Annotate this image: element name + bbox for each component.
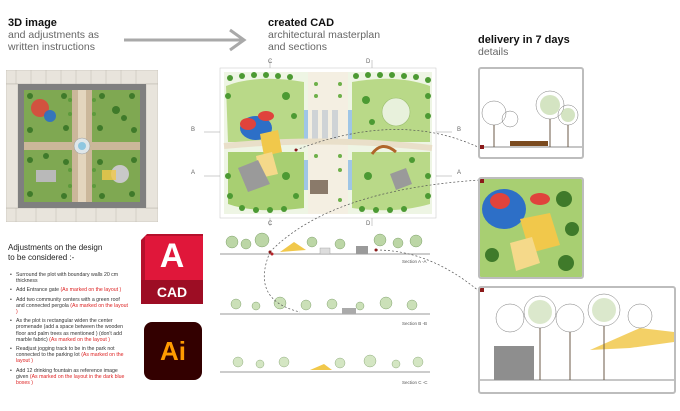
autocad-letter: A: [159, 237, 185, 275]
right-header: delivery in 7 days details: [478, 34, 628, 58]
section-c-label: Section C -C: [402, 380, 428, 385]
center-header: created CAD architectural masterplan and…: [268, 17, 418, 53]
marker-top-c: C: [268, 59, 273, 65]
left-header: 3D image and adjustments as written inst…: [8, 17, 128, 53]
adjustment-item: As the plot is rectangular widen the cen…: [10, 318, 128, 343]
adjustment-item: Add Entrance gate (As marked on the layo…: [10, 287, 128, 293]
section-b-label: Section B -B: [402, 321, 428, 326]
right-header-subtitle: details: [478, 46, 509, 58]
illustrator-logo: Ai: [144, 322, 202, 380]
marker-right-b: B: [457, 127, 462, 133]
marker-left-a: A: [191, 170, 196, 176]
center-header-subtitle-1: architectural masterplan: [268, 29, 381, 41]
adjustment-item: Surround the plot with boundary walls 20…: [10, 272, 128, 284]
park-3d-render: [6, 70, 158, 222]
detail-frame-2: [478, 177, 584, 279]
section-a-label: Section A -A: [402, 259, 427, 264]
marker-right-a: A: [457, 170, 462, 176]
illustrator-label: Ai: [160, 336, 186, 366]
adjustments-heading-line-1: Adjustments on the design: [8, 243, 103, 252]
adjustment-item: Add 12 drinking fountain as reference im…: [10, 368, 128, 387]
detail-frame-1: [478, 67, 584, 159]
center-header-title: created CAD: [268, 17, 335, 29]
marker-bottom-c: C: [268, 221, 273, 227]
marker-left-b: B: [191, 127, 196, 133]
center-header-subtitle-2: and sections: [268, 41, 327, 53]
left-header-subtitle-2: written instructions: [8, 41, 95, 53]
adjustment-item: Readjust jogging track to be in the park…: [10, 346, 128, 365]
adjustments-heading: Adjustments on the design to be consider…: [8, 243, 138, 263]
section-c-drawing: [220, 354, 430, 373]
marker-top-d: D: [366, 59, 371, 65]
arrow-right-icon: [124, 28, 247, 52]
autocad-logo: A CAD: [141, 234, 203, 304]
right-header-title: delivery in 7 days: [478, 34, 570, 46]
left-header-title: 3D image: [8, 17, 57, 29]
adjustments-heading-line-2: to be considered :-: [8, 253, 75, 262]
autocad-label: CAD: [156, 284, 188, 300]
adjustments-list: Surround the plot with boundary walls 20…: [10, 272, 128, 389]
section-b-drawing: [220, 296, 430, 315]
adjustment-item: Add two community centers with a green r…: [10, 297, 128, 316]
section-a-drawing: [220, 232, 430, 256]
detail-frame-3: [478, 286, 676, 394]
marker-bottom-d: D: [366, 221, 371, 227]
cad-masterplan: [204, 60, 452, 226]
left-header-subtitle-1: and adjustments as: [8, 29, 100, 41]
